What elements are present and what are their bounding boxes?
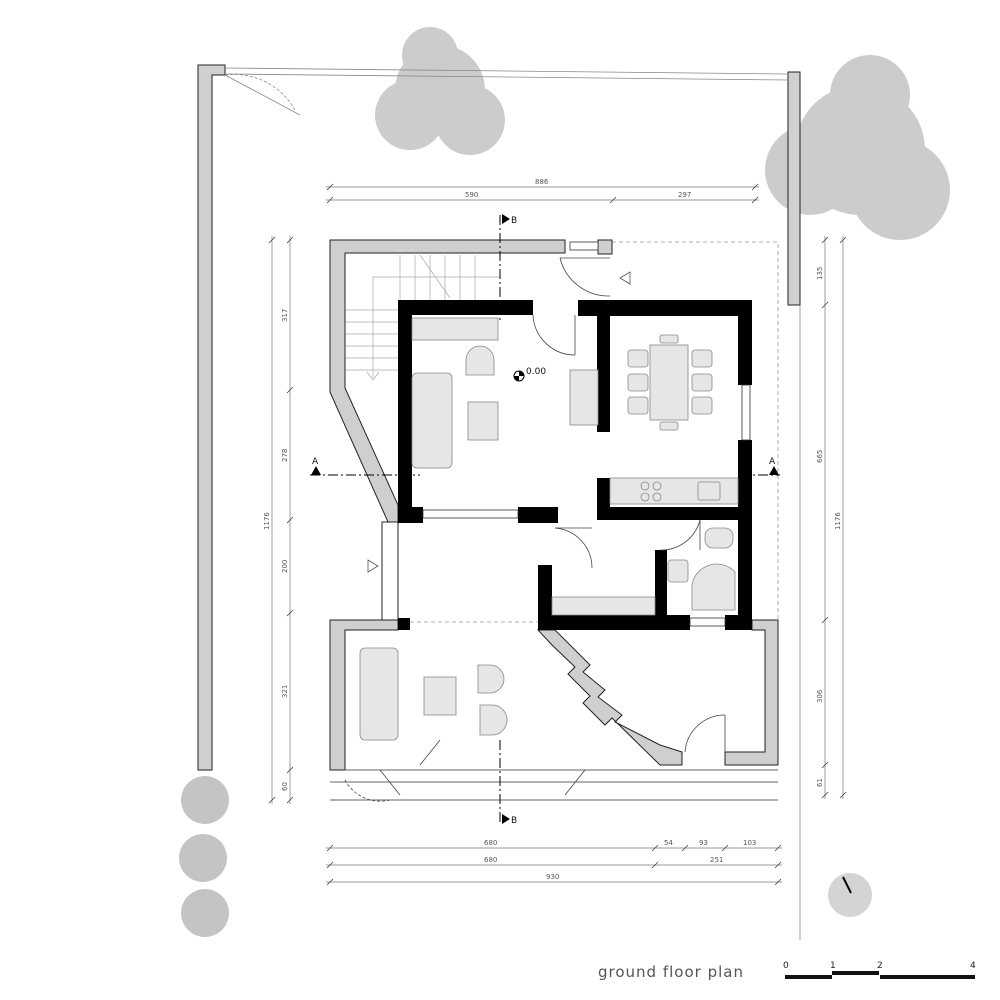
sofa <box>411 372 453 469</box>
scale-tick-4: 4 <box>970 961 976 971</box>
furniture <box>359 317 739 741</box>
fence-line <box>224 67 801 940</box>
windows <box>330 241 778 801</box>
dim-right-1: 135 <box>816 267 824 280</box>
dim-bottom-1: 680 <box>484 839 497 847</box>
dim-right-2: 665 <box>816 450 824 463</box>
outer-walls <box>329 239 779 771</box>
dim-right-4: 61 <box>816 778 824 787</box>
staircase <box>345 254 500 381</box>
sofa <box>359 647 399 741</box>
armchair <box>465 345 495 376</box>
dim-left-overall: 1176 <box>263 512 271 530</box>
dimension-lines <box>268 183 847 886</box>
section-a-left: A <box>312 457 319 467</box>
cabinet <box>569 369 599 426</box>
dim-left-1: 317 <box>281 309 289 322</box>
dim-bottom-6: 251 <box>710 856 723 864</box>
dim-left-2: 278 <box>281 449 289 462</box>
dim-left-4: 321 <box>281 685 289 698</box>
level-marker: 0.00 <box>513 367 546 382</box>
dim-bottom-overall: 930 <box>546 873 559 881</box>
north-arrow-icon <box>828 873 872 917</box>
dim-bottom-5: 680 <box>484 856 497 864</box>
dim-left-3: 200 <box>281 560 289 573</box>
tree-icon <box>375 27 505 155</box>
dim-top-overall: 886 <box>535 178 549 186</box>
drawing-title: ground floor plan <box>598 963 744 981</box>
section-b-top: B <box>511 216 517 226</box>
dim-top-2: 297 <box>678 191 691 199</box>
sideboard <box>411 317 499 341</box>
washbasin <box>667 559 689 583</box>
dim-right-overall: 1176 <box>834 512 842 530</box>
level-label: 0.00 <box>526 367 546 377</box>
dim-bottom-2: 54 <box>664 839 673 847</box>
section-b-bottom: B <box>511 816 517 826</box>
section-a-right: A <box>769 457 776 467</box>
shrub-icon <box>179 776 229 937</box>
bench <box>551 596 656 616</box>
scale-tick-0: 0 <box>783 961 789 971</box>
coffee-table <box>423 676 457 716</box>
scale-tick-1: 1 <box>830 961 836 971</box>
sink <box>697 481 721 501</box>
toilet <box>704 527 734 549</box>
shower <box>691 563 736 611</box>
dimension-labels: 886 590 297 1176 317 278 200 321 60 135 … <box>263 178 842 881</box>
entrance-arrows <box>367 271 631 573</box>
dim-bottom-3: 93 <box>699 839 708 847</box>
structural-walls <box>398 300 752 630</box>
scale-bar: 0 1 2 4 <box>783 961 976 979</box>
site-walls <box>197 64 801 771</box>
dim-top-1: 590 <box>465 191 478 199</box>
dim-left-5: 60 <box>281 782 289 791</box>
dining-table <box>649 344 689 421</box>
scale-tick-2: 2 <box>877 961 883 971</box>
section-markers: A A B B <box>311 214 779 826</box>
section-lines <box>310 215 780 822</box>
dim-bottom-4: 103 <box>743 839 756 847</box>
dim-right-3: 306 <box>816 689 824 703</box>
door-swings <box>344 257 726 802</box>
coffee-table <box>467 401 499 441</box>
terrace-outline <box>410 241 779 623</box>
